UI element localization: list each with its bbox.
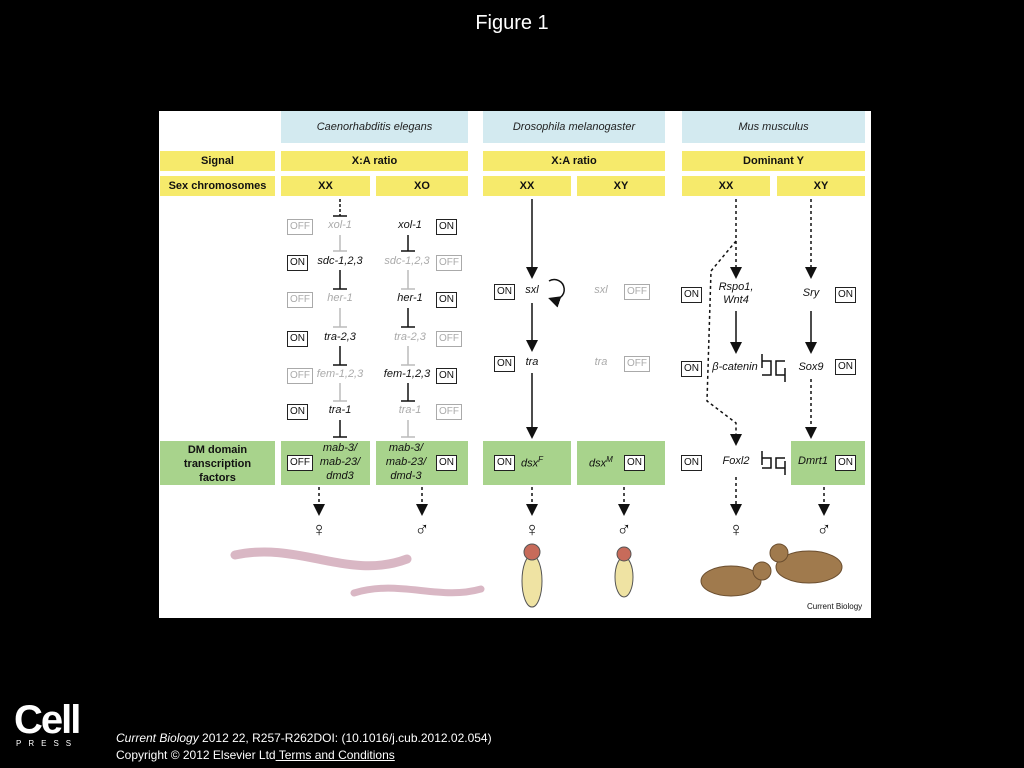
state-off: OFF [624,284,650,300]
female-symbol: ♀ [728,519,744,541]
state-off: OFF [624,356,650,372]
state-on: ON [835,455,856,471]
state-on: ON [681,361,702,377]
male-symbol: ♂ [816,519,832,541]
state-on: ON [494,455,515,471]
gene-dsx-label: dsx [521,457,539,470]
state-on: ON [624,455,645,471]
signal-worm: X:A ratio [281,151,468,171]
female-symbol: ♀ [311,519,327,541]
cell-press-logo: Cell [14,698,81,742]
gene-rspo1-wnt4: Rspo1, Wnt4 [718,281,754,306]
state-on: ON [494,284,515,300]
gene-her-1: her-1 [327,292,353,304]
state-on: ON [436,455,457,471]
row-label-sex-chromosomes: Sex chromosomes [160,176,275,196]
state-on: ON [436,292,457,308]
journal-name: Current Biology [116,731,199,745]
terms-link[interactable]: Terms and Conditions [275,748,395,762]
gene-dsx-sup: M [606,455,613,464]
species-d-melanogaster: Drosophila melanogaster [483,111,665,143]
state-off: OFF [436,255,462,271]
state-on: ON [835,359,856,375]
gene-dsx-f: dsxF [521,455,547,470]
gene-fem: fem-1,2,3 [383,368,431,380]
gene-sry: Sry [802,287,820,299]
fly-illustrations [521,543,634,608]
row-label-dm-box: DM domain transcription factors [160,441,275,485]
signal-fly: X:A ratio [483,151,665,171]
male-symbol: ♂ [414,519,430,541]
figure-panel: Caenorhabditis elegans Drosophila melano… [159,111,871,618]
state-on: ON [494,356,515,372]
gene-tra-1: tra-1 [398,404,422,416]
gene-tra-2-3: tra-2,3 [394,331,426,343]
female-symbol: ♀ [524,519,540,541]
state-on: ON [287,331,308,347]
gene-dmrt1: Dmrt1 [798,455,828,467]
state-off: OFF [436,404,462,420]
gene-beta-catenin: β-catenin [712,361,758,373]
gene-her-1: her-1 [397,292,423,304]
state-off: OFF [287,455,313,471]
dm-fly-xy [577,441,665,485]
gene-sdc: sdc-1,2,3 [384,255,430,267]
footer-copyright: Copyright © 2012 Elsevier Ltd Terms and … [116,748,395,762]
gene-mab-3: mab-3/ mab-23/ dmd3 [319,442,361,482]
state-off: OFF [287,219,313,235]
gene-mab-3: mab-3/ mab-23/ dmd-3 [385,442,427,482]
gene-tra: tra [525,356,539,368]
state-on: ON [681,287,702,303]
gene-fem: fem-1,2,3 [316,368,364,380]
signal-mouse: Dominant Y [682,151,865,171]
state-on: ON [436,219,457,235]
chrom-worm-xx: XX [281,176,370,196]
species-m-musculus: Mus musculus [682,111,865,143]
species-c-elegans: Caenorhabditis elegans [281,111,468,143]
chrom-mouse-xx: XX [682,176,770,196]
gene-foxl2: Foxl2 [722,455,750,467]
gene-dsx-m: dsxM [589,455,621,470]
gene-tra: tra [594,356,608,368]
state-off: OFF [287,292,313,308]
state-on: ON [681,455,702,471]
gene-dsx-label: dsx [589,457,607,470]
state-off: OFF [287,368,313,384]
footer-citation: Current Biology 2012 22, R257-R262DOI: (… [116,731,492,745]
copyright-text: Copyright © 2012 Elsevier Ltd [116,748,276,762]
gene-dsx-sup: F [538,455,544,464]
state-on: ON [287,255,308,271]
figure-title: Figure 1 [475,12,549,34]
row-label-dm: DM domain transcription factors [183,444,252,484]
chrom-worm-xo: XO [376,176,468,196]
state-on: ON [436,368,457,384]
citation-text: 2012 22, R257-R262DOI: (10.1016/j.cub.20… [198,731,492,745]
gene-sxl: sxl [525,284,539,296]
pathway-arrows [230,199,843,608]
figure-credit: Current Biology [807,602,863,611]
gene-tra-2-3: tra-2,3 [324,331,356,343]
gene-tra-1: tra-1 [328,404,352,416]
mouse-illustrations [700,543,843,597]
gene-xol-1: xol-1 [328,219,352,231]
row-label-signal: Signal [160,151,275,171]
gene-sxl: sxl [594,284,608,296]
state-on: ON [287,404,308,420]
chrom-fly-xx: XX [483,176,571,196]
state-on: ON [835,287,856,303]
chrom-mouse-xy: XY [777,176,865,196]
state-off: OFF [436,331,462,347]
male-symbol: ♂ [616,519,632,541]
gene-sox9: Sox9 [798,361,824,373]
chrom-fly-xy: XY [577,176,665,196]
cell-press-logo-press: PRESS [16,739,79,748]
gene-sdc: sdc-1,2,3 [317,255,363,267]
gene-xol-1: xol-1 [398,219,422,231]
worm-illustrations [230,547,485,597]
